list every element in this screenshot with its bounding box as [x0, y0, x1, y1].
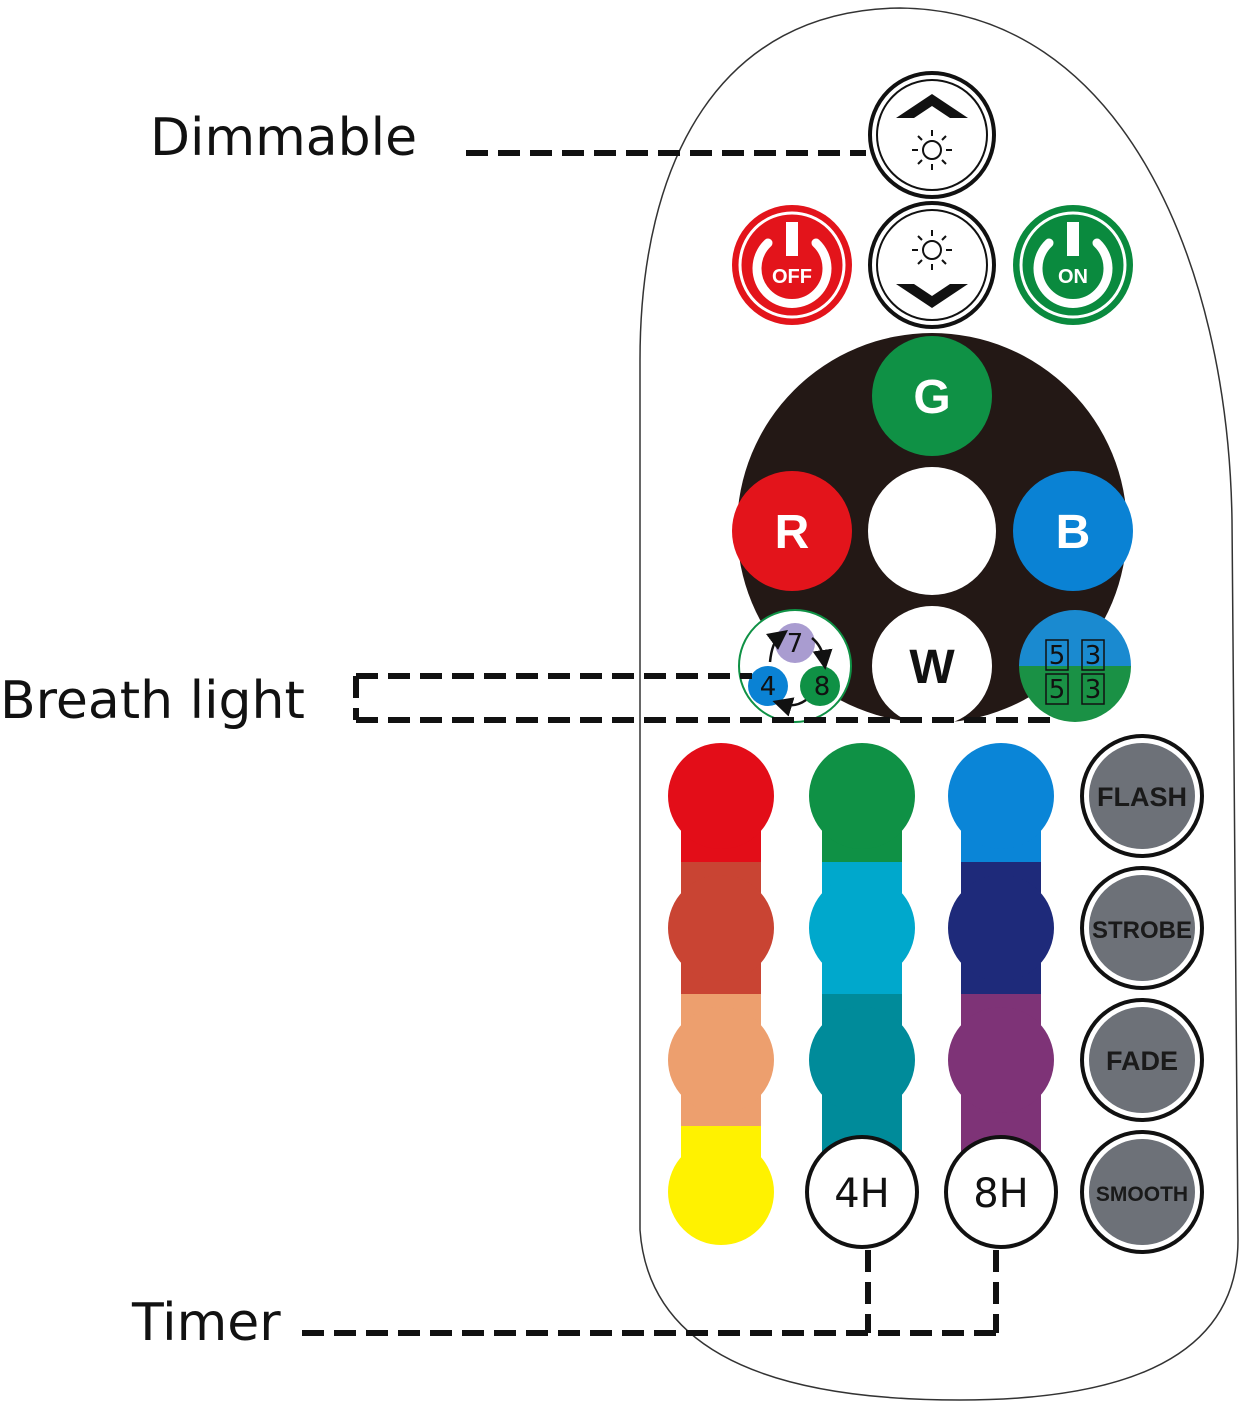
color-button[interactable] — [948, 743, 1054, 849]
flash-button[interactable]: FLASH — [1080, 734, 1204, 858]
red-button[interactable]: R — [732, 471, 852, 591]
color-button[interactable] — [809, 1007, 915, 1113]
remote-body-outline — [639, 7, 1239, 1401]
dimmable-label: Dimmable — [150, 108, 417, 168]
fade-button[interactable]: FADE — [1080, 998, 1204, 1122]
color-button[interactable] — [948, 875, 1054, 981]
green-label: G — [913, 371, 950, 424]
mode53-tl: 5 — [1049, 641, 1066, 671]
smooth-button[interactable]: SMOOTH — [1080, 1130, 1204, 1254]
brightness-up-button[interactable] — [868, 71, 996, 199]
power-on-button[interactable]: ON — [1013, 205, 1133, 325]
strobe-label: STROBE — [1092, 917, 1192, 944]
timer-8h-label: 8H — [973, 1171, 1029, 1217]
strobe-button[interactable]: STROBE — [1080, 866, 1204, 990]
red-label: R — [775, 506, 810, 559]
mode53-tr: 3 — [1085, 641, 1102, 671]
power-off-button[interactable]: OFF — [732, 205, 852, 325]
blue-label: B — [1056, 506, 1091, 559]
smooth-label: SMOOTH — [1096, 1183, 1188, 1206]
white-label: W — [909, 641, 955, 694]
flash-label: FLASH — [1097, 782, 1187, 812]
color-button[interactable] — [948, 1007, 1054, 1113]
breath-num-8: 8 — [814, 672, 831, 702]
breath-num-7: 7 — [787, 629, 804, 659]
color-button[interactable] — [809, 743, 915, 849]
color-button[interactable] — [809, 875, 915, 981]
brightness-up-icon — [912, 130, 952, 170]
color-button[interactable] — [668, 1007, 774, 1113]
brightness-down-icon — [912, 230, 952, 270]
breath-light-label: Breath light — [0, 671, 305, 731]
green-button[interactable]: G — [872, 336, 992, 456]
timer-4h-label: 4H — [834, 1171, 890, 1217]
blue-button[interactable]: B — [1013, 471, 1133, 591]
timer-8h-button[interactable]: 8H — [944, 1135, 1058, 1249]
power-on-label: ON — [1058, 266, 1088, 288]
power-off-label: OFF — [772, 266, 812, 288]
center-white-button[interactable] — [868, 467, 996, 595]
timer-label: Timer — [131, 1293, 281, 1353]
breath-light-leader — [353, 673, 1050, 723]
fade-label: FADE — [1106, 1046, 1178, 1076]
color-button[interactable] — [668, 1139, 774, 1245]
color-button[interactable] — [668, 743, 774, 849]
white-button[interactable]: W — [872, 606, 992, 726]
timer-leader — [302, 1250, 999, 1336]
breath-light-button[interactable]: 7 4 8 — [738, 609, 852, 723]
timer-4h-button[interactable]: 4H — [805, 1135, 919, 1249]
breath-num-4: 4 — [760, 672, 777, 702]
brightness-down-button[interactable] — [868, 201, 996, 329]
mode53-br: 3 — [1085, 675, 1102, 705]
mode53-bl: 5 — [1049, 675, 1066, 705]
color-button[interactable] — [668, 875, 774, 981]
